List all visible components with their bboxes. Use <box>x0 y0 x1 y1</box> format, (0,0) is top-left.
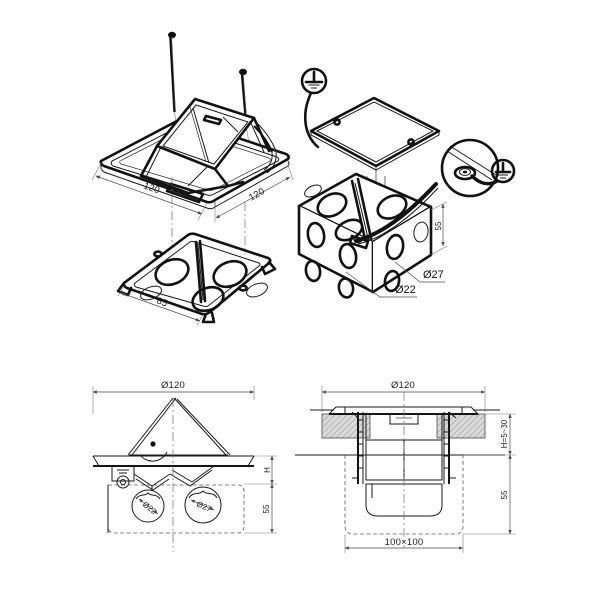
box-knockout-right-2 <box>383 269 401 293</box>
dimension-front-right-120: Ø120 <box>321 380 486 412</box>
lid-cable-stub <box>253 123 277 174</box>
dimension-box-height-55: 55 <box>430 201 448 256</box>
box-knockout-left-1 <box>306 221 326 249</box>
adjust-rail-right <box>443 411 457 484</box>
dimension-front-right-100x100: 100×100 <box>344 534 464 553</box>
buried-box-inner <box>365 483 443 517</box>
callout-knockout-22: Ø22 <box>345 271 417 298</box>
earth-ground-symbol-detail <box>490 158 516 184</box>
cover-flange-profile <box>92 455 255 467</box>
open-lid-profile <box>127 397 231 462</box>
earth-lead-wire <box>354 182 439 245</box>
dim-front-left-depth-text: 55 <box>262 504 271 513</box>
label-knockout-27: Ø27 <box>423 269 444 281</box>
earth-screw-head <box>453 165 477 181</box>
dim-bracket-width-text: 85 <box>155 295 169 309</box>
dim-front-right-box-size-text: 100×100 <box>385 537 424 548</box>
detail-circle-boundary <box>440 138 500 198</box>
dim-front-right-diameter-text: Ø120 <box>391 380 415 391</box>
view-section-front-right: Ø120 <box>295 380 516 553</box>
dimension-iso-width-120: 120 <box>91 162 208 221</box>
box-knockout-left-4 <box>337 277 355 299</box>
junction-box-cover-plate <box>309 96 441 171</box>
bracket-knockout-1 <box>154 257 190 287</box>
dimension-front-right-55: 55 <box>463 454 516 535</box>
dim-front-right-floor-thickness-text: H=5~30 <box>500 419 509 448</box>
view-detail-earth-screw <box>440 138 516 198</box>
floor-slab-right <box>436 413 486 439</box>
bracket-fixing-hole-left <box>153 250 163 258</box>
box-knockout-top-4 <box>304 184 322 198</box>
cover-screw-hole-2 <box>407 138 415 146</box>
dim-front-left-H-text: H <box>263 467 272 473</box>
box-outline-hidden <box>107 484 245 534</box>
floor-slab-left <box>321 413 371 439</box>
box-knockout-top-2 <box>376 194 408 220</box>
box-knockout-right-3 <box>413 221 429 243</box>
lid-hinge-pivot <box>150 441 156 447</box>
dim-iso-width-text: 120 <box>142 180 161 196</box>
box-knockout-top-3 <box>334 218 364 242</box>
bracket-fixing-hole-right <box>238 284 248 292</box>
dimension-front-left-55: 55 <box>244 483 277 534</box>
dim-front-left-diameter-text: Ø120 <box>161 380 185 391</box>
bracket-knockout-2 <box>212 259 248 289</box>
adjust-rail-left <box>351 411 364 484</box>
view-iso-lid-assembly: 120 120 <box>91 31 294 272</box>
view-iso-junction-box: 55 Ø27 Ø22 <box>297 67 448 299</box>
box-knockout-right-1 <box>385 233 405 261</box>
mounting-screw-left <box>168 31 177 127</box>
bracket-knockout-5 <box>246 282 268 298</box>
dimension-bracket-85: 85 <box>117 285 204 326</box>
dimension-front-left-120: Ø120 <box>92 380 255 414</box>
label-knockout-22: Ø22 <box>395 284 416 296</box>
lid-mechanism-roller <box>116 475 130 489</box>
lid-mechanism-profile <box>111 465 215 491</box>
callout-knockout-27: Ø27 <box>394 261 445 283</box>
cover-screw-hole-1 <box>333 118 341 126</box>
box-knockout-top-1 <box>316 192 348 218</box>
view-iso-mounting-bracket: 85 <box>116 232 277 326</box>
box-knockout-left-2 <box>304 259 322 283</box>
dimension-front-right-H: H=5~30 <box>463 413 516 456</box>
earth-ground-symbol-top <box>300 67 328 149</box>
dim-front-right-depth-text: 55 <box>500 490 509 499</box>
dim-box-height-text: 55 <box>434 221 443 230</box>
box-knockout-left-3 <box>338 242 358 270</box>
